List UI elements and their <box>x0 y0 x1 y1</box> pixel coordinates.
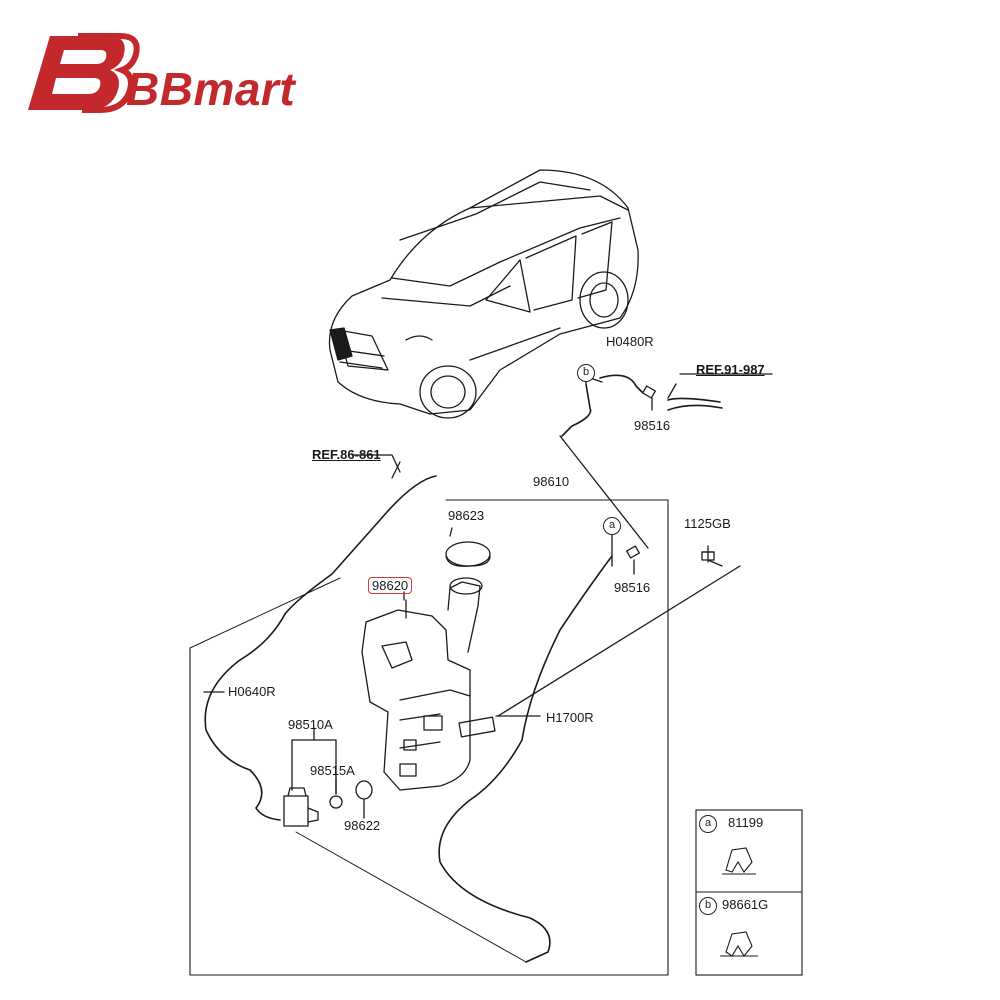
label-98622: 98622 <box>344 818 381 833</box>
brand-name: BBmart <box>126 63 296 115</box>
legend-part-98661g: 98661G <box>722 897 769 912</box>
legend-key-a: a <box>699 815 717 833</box>
label-98610: 98610 <box>533 474 570 489</box>
clip-icon <box>725 931 753 957</box>
label-98516-mid: 98516 <box>614 580 651 595</box>
washer-reservoir <box>361 577 496 791</box>
label-1125gb: 1125GB <box>684 516 731 531</box>
label-ref-86-861[interactable]: REF.86-861 <box>312 447 381 462</box>
legend-part-81199: 81199 <box>728 815 764 830</box>
label-98516-top: 98516 <box>634 418 671 433</box>
legend-key-b: b <box>699 897 717 915</box>
label-ref-91-987[interactable]: REF.91-987 <box>696 362 765 377</box>
label-98510a: 98510A <box>288 717 333 732</box>
label-98623: 98623 <box>448 508 485 523</box>
label-h1700r: H1700R <box>546 710 594 725</box>
clip-icon <box>725 847 753 873</box>
vehicle-illustration <box>328 169 639 419</box>
bbmart-logo-icon <box>28 33 140 113</box>
callout-a: a <box>603 517 621 535</box>
label-h0640r: H0640R <box>228 684 276 699</box>
washer-pump <box>283 787 319 827</box>
label-98515a: 98515A <box>310 763 355 778</box>
callout-b: b <box>577 364 595 382</box>
label-h0480r: H0480R <box>606 334 654 349</box>
label-98620-highlighted: 98620 <box>368 577 413 594</box>
